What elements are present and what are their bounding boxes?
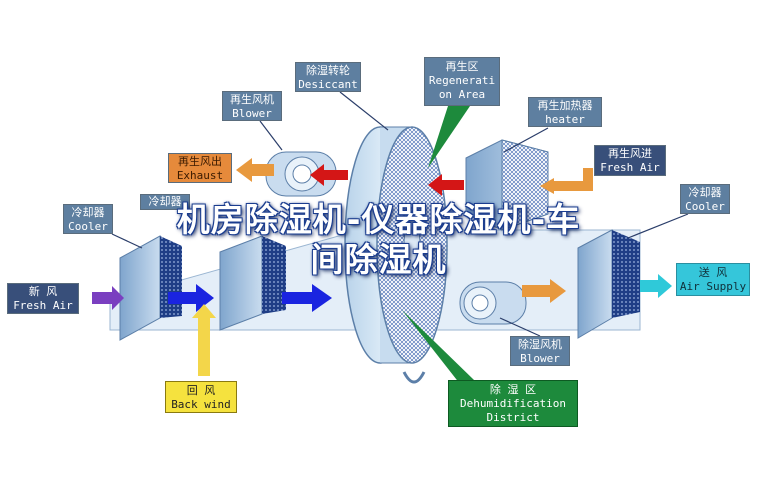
- label-regeneration-en1: Regenerati: [428, 74, 496, 87]
- label-fresh-air-cn: 新 风: [28, 285, 58, 298]
- arrow-cyan-supply: [640, 274, 672, 298]
- arrow-orange-regen-in: [540, 168, 593, 194]
- label-exhaust-en: Exhaust: [176, 169, 224, 182]
- label-regen-heater: 再生加热器 heater: [528, 97, 602, 127]
- label-cooler-right-cn: 冷却器: [688, 186, 722, 199]
- label-regen-fresh-air: 再生风进 Fresh Air: [594, 145, 666, 176]
- label-regen-fresh-cn: 再生风进: [608, 147, 652, 160]
- label-regen-blower-cn: 再生风机: [230, 93, 274, 106]
- overlay-title-line1: 机房除湿机-仪器除湿机-车: [176, 200, 581, 239]
- label-district-cn: 除 湿 区: [489, 383, 537, 396]
- label-heater-en: heater: [545, 113, 585, 126]
- label-exhaust-cn: 再生风出: [178, 155, 222, 168]
- label-cooler-second-cn: 冷却器: [148, 195, 182, 208]
- label-regeneration-area: 再生区 Regenerati on Area: [424, 57, 500, 106]
- label-district-en1: Dehumidification: [460, 397, 566, 410]
- label-back-wind: 回 风 Back wind: [165, 381, 237, 413]
- district-pointer: [402, 310, 474, 384]
- label-air-supply-cn: 送 风: [698, 266, 728, 279]
- overlay-title-line2: 间除湿机: [310, 240, 447, 279]
- arrow-back-wind: [192, 304, 216, 376]
- label-desiccant-en: Desiccant: [298, 78, 358, 91]
- label-cooler-left-en: Cooler: [68, 220, 108, 233]
- label-dehumid-blower: 除湿风机 Blower: [510, 336, 570, 366]
- regeneration-pointer: [428, 106, 470, 168]
- label-dehumid-blower-cn: 除湿风机: [518, 338, 562, 351]
- arrow-orange-exhaust: [236, 158, 274, 182]
- overlay-title: 机房除湿机-仪器除湿机-车 间除湿机: [0, 200, 757, 280]
- label-heater-cn: 再生加热器: [537, 99, 593, 112]
- label-regen-blower: 再生风机 Blower: [222, 91, 282, 121]
- label-cooler-left-cn: 冷却器: [71, 206, 105, 219]
- label-desiccant-cn: 除湿转轮: [306, 64, 350, 77]
- label-air-supply-en: Air Supply: [679, 280, 747, 293]
- label-cooler-right-en: Cooler: [685, 200, 725, 213]
- arrow-red-regen: [428, 174, 464, 196]
- label-cooler-left: 冷却器 Cooler: [63, 204, 113, 234]
- label-back-wind-cn: 回 风: [186, 384, 216, 397]
- label-cooler-right: 冷却器 Cooler: [680, 184, 730, 214]
- heater-unit: [465, 139, 549, 231]
- leader-lines: [111, 91, 689, 337]
- arrow-blue-2: [282, 284, 332, 312]
- label-regen-blower-en: Blower: [232, 107, 272, 120]
- dehumid-blower-fan: [459, 281, 527, 325]
- label-air-supply: 送 风 Air Supply: [676, 263, 750, 296]
- label-back-wind-en: Back wind: [171, 398, 231, 411]
- arrow-blue-1: [168, 284, 214, 312]
- label-regeneration-cn: 再生区: [445, 60, 479, 73]
- label-dehumid-blower-en: Blower: [520, 352, 560, 365]
- label-district-en2: District: [486, 411, 540, 424]
- label-fresh-air-en: Fresh Air: [13, 299, 73, 312]
- label-fresh-air-in: 新 风 Fresh Air: [7, 283, 79, 314]
- cooler-unit-second: [219, 235, 286, 331]
- label-regen-exhaust: 再生风出 Exhaust: [168, 153, 232, 183]
- regen-blower-fan: [265, 151, 337, 197]
- label-cooler-second: 冷却器: [140, 194, 190, 210]
- arrow-red-exhaust: [310, 164, 348, 186]
- label-regeneration-en2: on Area: [438, 88, 486, 101]
- arrow-fresh-air-in: [92, 286, 124, 310]
- label-dehumidification-district: 除 湿 区 Dehumidification District: [448, 380, 578, 427]
- label-regen-fresh-en: Fresh Air: [600, 161, 660, 174]
- label-desiccant: 除湿转轮 Desiccant: [295, 62, 361, 92]
- arrow-orange-supply: [522, 279, 566, 303]
- cooler-unit-right: [577, 229, 640, 339]
